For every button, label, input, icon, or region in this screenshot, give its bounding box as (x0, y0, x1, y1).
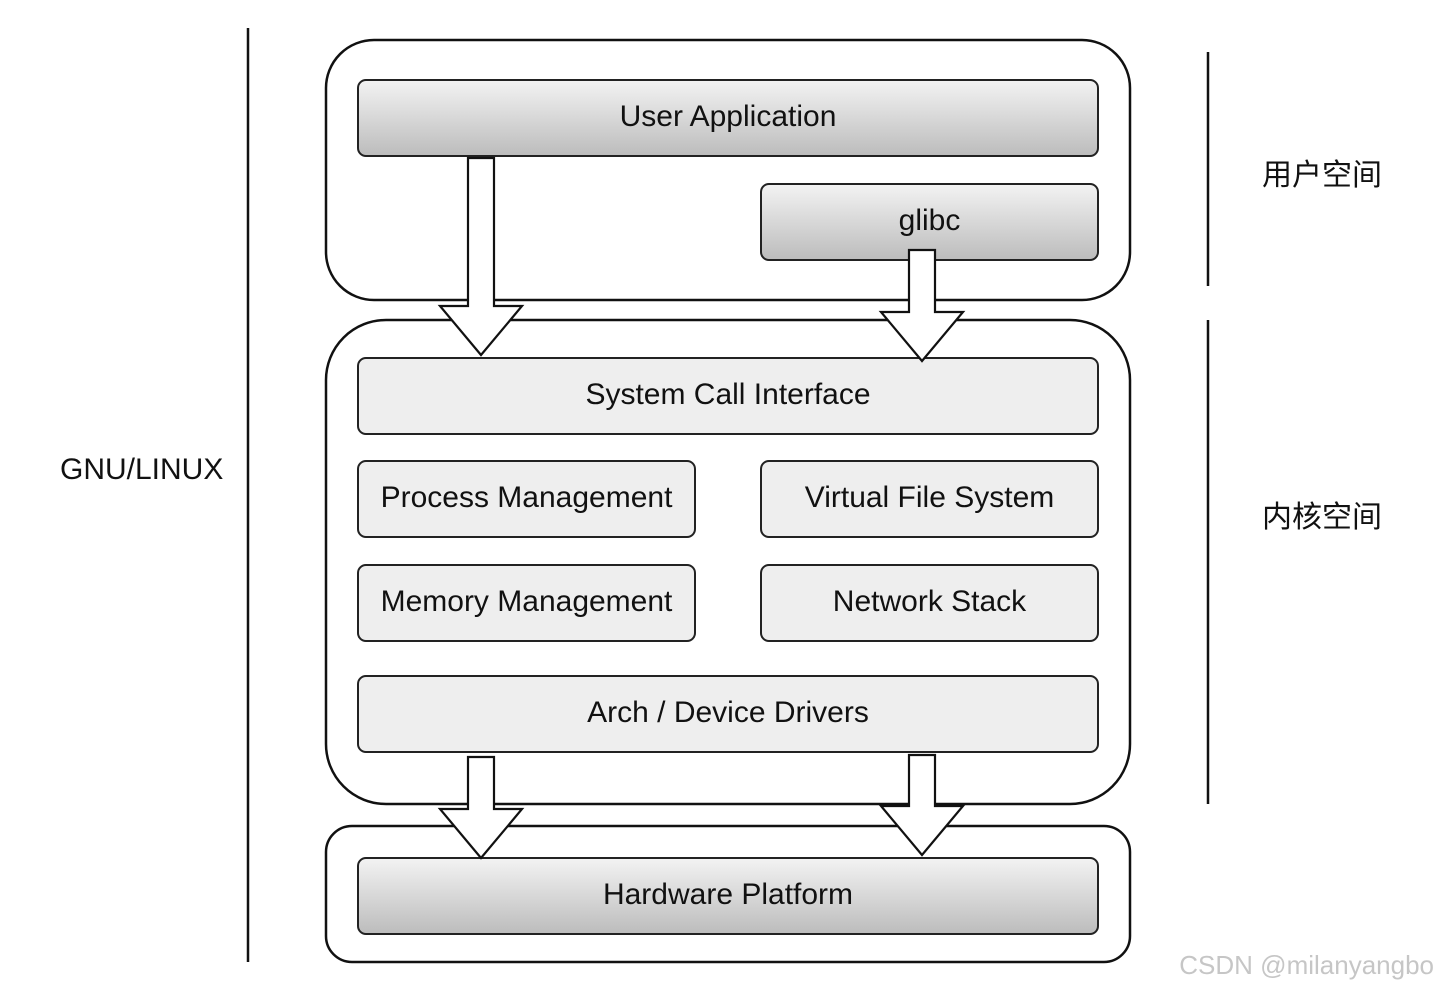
arrow-drivers-to-hardware-right (878, 753, 966, 857)
watermark: CSDN @milanyangbo (1179, 950, 1434, 980)
kernel-space-label: 内核空间 (1262, 501, 1382, 534)
user-space-label: 用户空间 (1262, 159, 1382, 192)
arrow-user-app-to-syscall (437, 156, 525, 357)
arrow-glibc-to-syscall (878, 248, 966, 363)
memory-management-label: Memory Management (380, 585, 673, 618)
system-call-interface-box (357, 357, 1099, 435)
glibc-label: glibc (898, 204, 961, 237)
arch-device-drivers-box (357, 675, 1099, 753)
system-call-interface-label: System Call Interface (585, 378, 871, 411)
arrow-drivers-to-hardware-left (437, 755, 525, 860)
gnu-linux-label: GNU/LINUX (60, 453, 224, 486)
user-application-box (357, 79, 1099, 157)
arch-device-drivers-label: Arch / Device Drivers (587, 696, 869, 729)
process-management-box (357, 460, 696, 538)
user-application-label: User Application (619, 100, 837, 133)
hardware-platform-box (357, 857, 1099, 935)
virtual-file-system-label: Virtual File System (804, 481, 1055, 514)
virtual-file-system-box (760, 460, 1099, 538)
network-stack-label: Network Stack (832, 585, 1027, 618)
hardware-platform-label: Hardware Platform (602, 878, 854, 911)
process-management-label: Process Management (380, 481, 673, 514)
network-stack-box (760, 564, 1099, 642)
memory-management-box (357, 564, 696, 642)
